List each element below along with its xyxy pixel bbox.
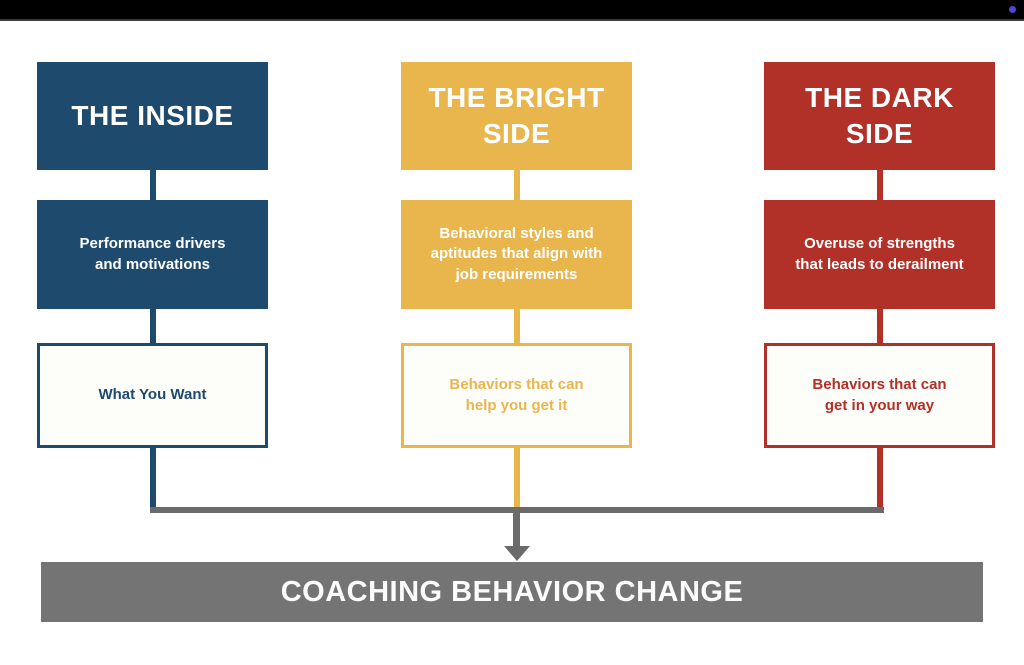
header-label: THE INSIDE	[71, 99, 234, 131]
column-the-bright-side: THE BRIGHT SIDE Behavioral styles and ap…	[401, 0, 632, 520]
outcome-box-inside: What You Want	[37, 343, 268, 448]
vertical-connector	[876, 170, 883, 200]
footer-bar: COACHING BEHAVIOR CHANGE	[41, 562, 983, 622]
description-box-bright-side: Behavioral styles and aptitudes that ali…	[401, 200, 632, 309]
description-box-dark-side: Overuse of strengths that leads to derai…	[764, 200, 995, 309]
merge-arrow-shaft	[513, 512, 520, 546]
down-arrow-icon	[504, 546, 530, 561]
header-box-dark-side: THE DARK SIDE	[764, 62, 995, 170]
description-label: Behavioral styles and aptitudes that ali…	[430, 225, 603, 283]
status-dot-icon	[1009, 6, 1016, 13]
vertical-connector	[876, 448, 883, 513]
header-label: THE BRIGHT SIDE	[428, 81, 605, 149]
outcome-box-dark-side: Behaviors that can get in your way	[764, 343, 995, 448]
outcome-label: Behaviors that can help you get it	[449, 376, 584, 414]
vertical-connector	[876, 309, 883, 343]
outcome-label: What You Want	[98, 386, 207, 404]
column-the-dark-side: THE DARK SIDE Overuse of strengths that …	[764, 0, 995, 520]
header-label: THE DARK SIDE	[805, 81, 954, 149]
outcome-box-bright-side: Behaviors that can help you get it	[401, 343, 632, 448]
header-box-bright-side: THE BRIGHT SIDE	[401, 62, 632, 170]
merge-line	[150, 507, 884, 513]
footer-label: COACHING BEHAVIOR CHANGE	[280, 575, 744, 608]
vertical-connector	[513, 309, 520, 343]
description-label: Performance drivers and motivations	[79, 235, 226, 273]
header-box-inside: THE INSIDE	[37, 62, 268, 170]
description-label: Overuse of strengths that leads to derai…	[795, 235, 964, 273]
outcome-label: Behaviors that can get in your way	[812, 376, 947, 414]
vertical-connector	[149, 170, 156, 200]
window-top-bar	[0, 0, 1024, 21]
vertical-connector	[513, 448, 520, 513]
column-the-inside: THE INSIDE Performance drivers and motiv…	[37, 0, 268, 520]
description-box-inside: Performance drivers and motivations	[37, 200, 268, 309]
vertical-connector	[513, 170, 520, 200]
vertical-connector	[149, 448, 156, 513]
vertical-connector	[149, 309, 156, 343]
